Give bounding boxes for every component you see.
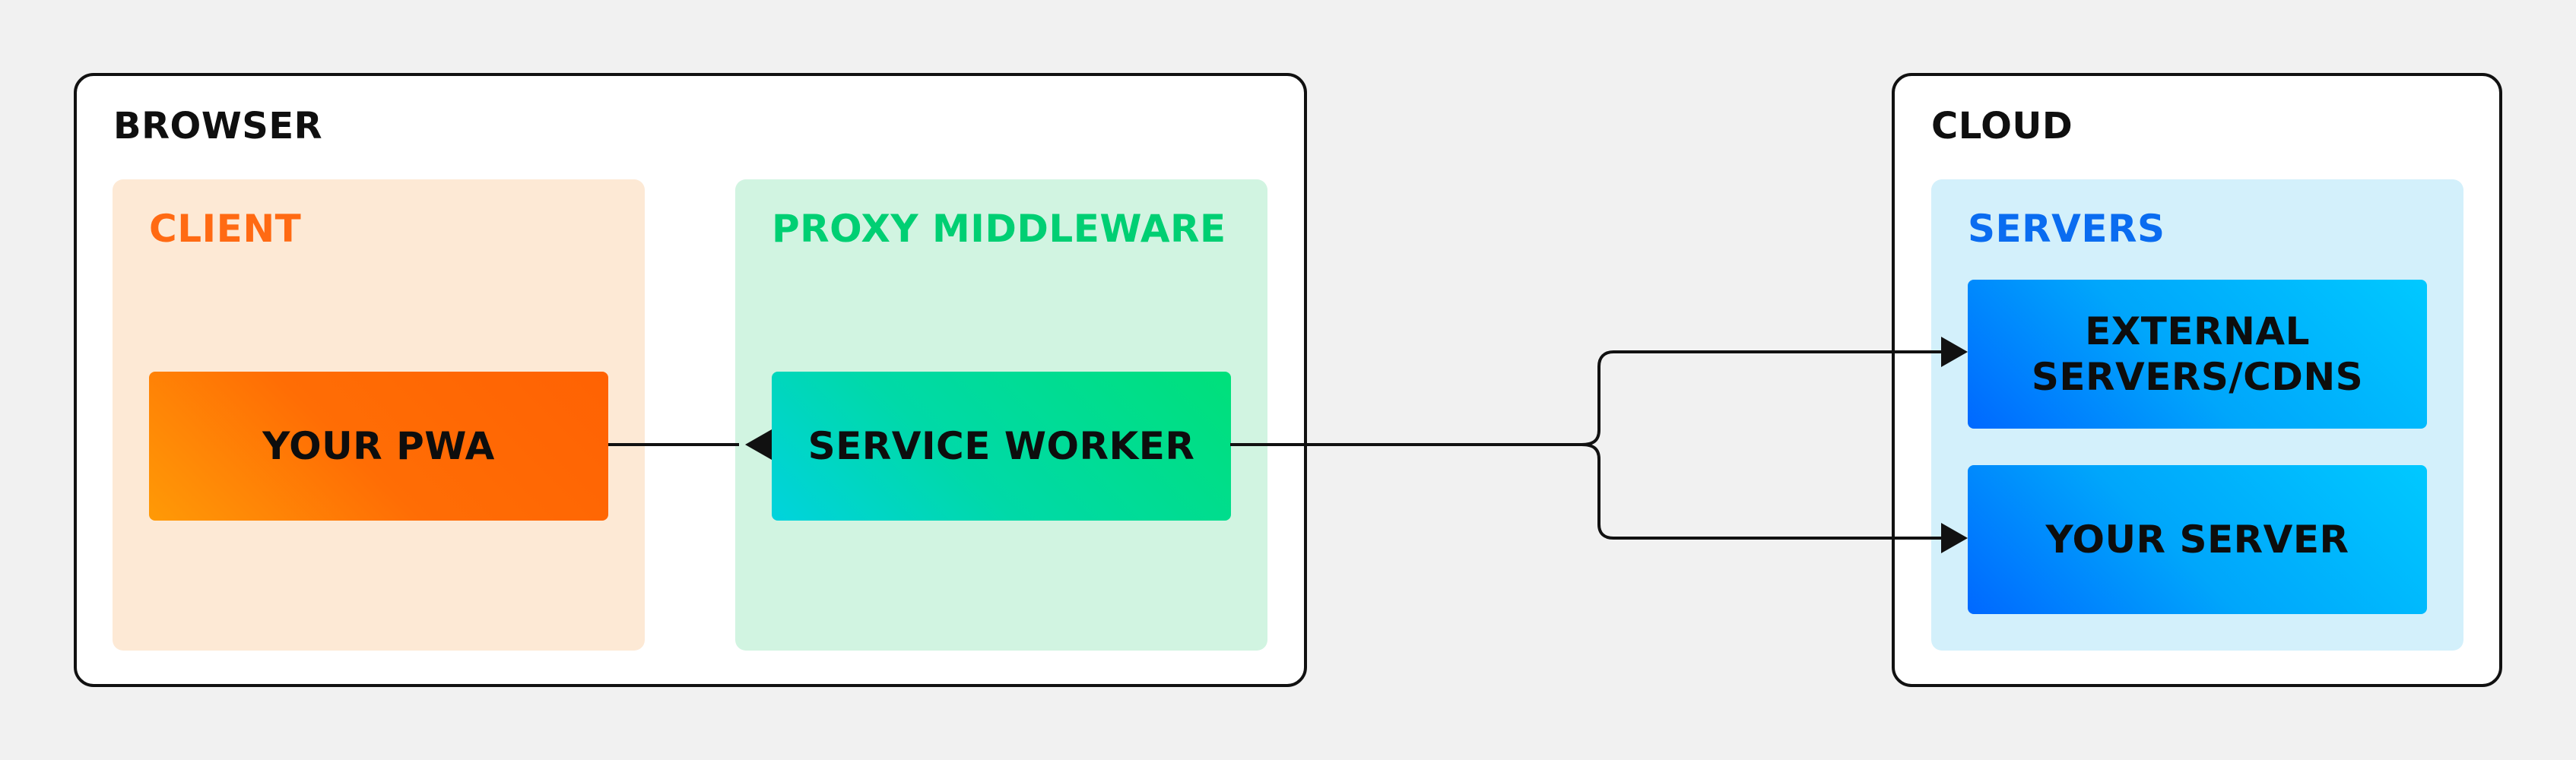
cloud-title: CLOUD <box>1931 105 2073 147</box>
service-worker-node: SERVICE WORKER <box>772 372 1231 521</box>
cloud-container: CLOUD SERVERS EXTERNAL SERVERS/CDNS YOUR… <box>1892 73 2502 687</box>
your-server-node: YOUR SERVER <box>1968 465 2427 614</box>
proxy-middleware-title: PROXY MIDDLEWARE <box>772 207 1226 251</box>
browser-title: BROWSER <box>113 105 323 147</box>
client-zone: CLIENT YOUR PWA <box>113 179 645 651</box>
browser-container: BROWSER CLIENT YOUR PWA PROXY MIDDLEWARE… <box>74 73 1307 687</box>
servers-title: SERVERS <box>1968 207 2165 251</box>
arrow-service-worker-to-servers <box>1230 337 1968 553</box>
external-servers-node: EXTERNAL SERVERS/CDNS <box>1968 280 2427 429</box>
servers-zone: SERVERS EXTERNAL SERVERS/CDNS YOUR SERVE… <box>1931 179 2463 651</box>
proxy-middleware-zone: PROXY MIDDLEWARE SERVICE WORKER <box>735 179 1267 651</box>
your-pwa-node: YOUR PWA <box>149 372 608 521</box>
client-title: CLIENT <box>149 207 302 251</box>
